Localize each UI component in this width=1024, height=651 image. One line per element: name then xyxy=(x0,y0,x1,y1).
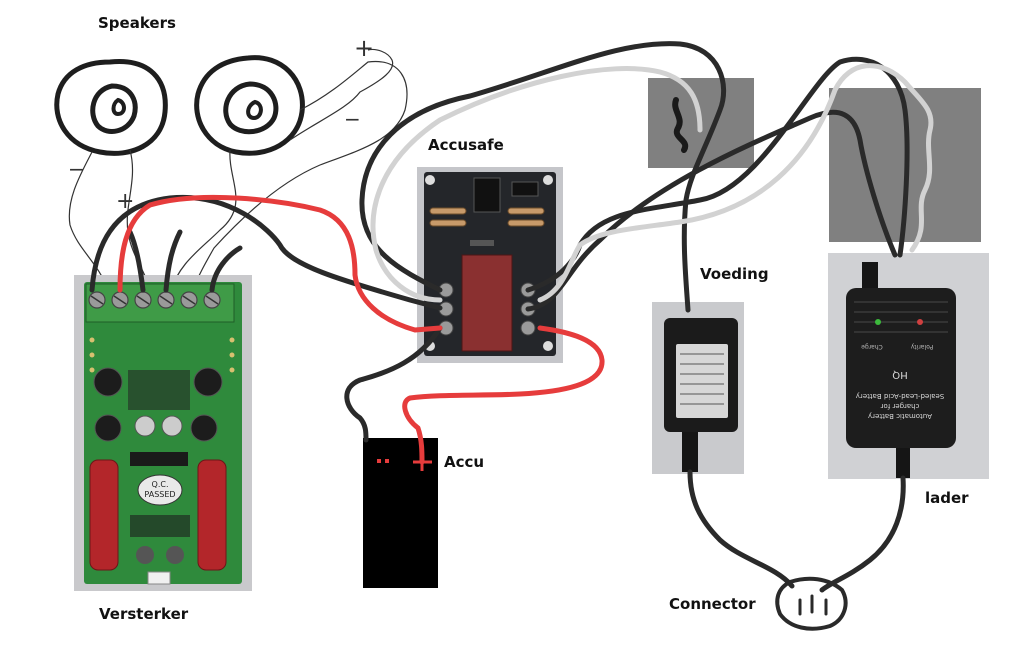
qc-label-line1: Q.C. xyxy=(152,480,169,489)
plus-mark-speaker-left: + xyxy=(116,189,134,214)
speaker-right xyxy=(194,55,305,156)
connector xyxy=(775,576,848,631)
minus-mark-speaker-left: − xyxy=(68,157,85,181)
label-versterker: Versterker xyxy=(99,605,189,623)
label-speakers: Speakers xyxy=(98,14,176,32)
amplifier-red-capacitors xyxy=(89,459,227,571)
label-lader: lader xyxy=(925,489,969,507)
minus-mark-speaker-top: − xyxy=(344,107,361,131)
wires-red xyxy=(117,194,605,465)
qc-passed-sticker xyxy=(137,474,183,506)
label-connector: Connector xyxy=(669,595,756,613)
wire-scribble-voeding xyxy=(672,97,689,153)
amplifier-capacitors xyxy=(93,367,223,442)
charger-text-line1: Automatic Battery xyxy=(868,412,932,420)
amplifier-board: Q.C. PASSED xyxy=(74,275,252,591)
charger-text-line2: charger for xyxy=(880,402,919,410)
charger-brand: HQ xyxy=(892,369,908,380)
plus-mark-speaker-top: + xyxy=(354,34,374,62)
wires-white xyxy=(370,63,934,303)
label-voeding: Voeding xyxy=(700,265,769,283)
polarity-marks: + − − + xyxy=(68,34,374,214)
label-accu: Accu xyxy=(444,453,485,471)
accusafe-relay xyxy=(461,254,513,352)
charger-led-polarity: Polarity xyxy=(910,343,933,350)
battery xyxy=(363,438,438,588)
label-accusafe: Accusafe xyxy=(428,136,504,154)
qc-label-line2: PASSED xyxy=(144,490,175,499)
power-adapter xyxy=(652,302,744,474)
accusafe-terminals-left xyxy=(438,282,454,336)
amplifier-screw-terminals xyxy=(88,291,221,309)
charger-text-line3: Sealed-Lead-Acid Battery xyxy=(856,392,944,400)
battery-charger: Charge Polarity Automatic Battery charge… xyxy=(828,253,989,479)
speaker-left xyxy=(54,59,168,156)
charger-led-charge: Charge xyxy=(861,343,883,350)
